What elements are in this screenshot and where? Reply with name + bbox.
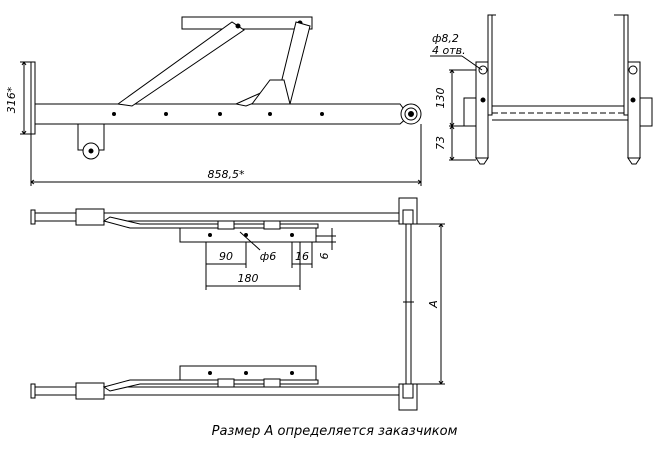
dim-hole-count: 4 отв. xyxy=(432,44,466,57)
dim-offset-16: 16 xyxy=(295,250,309,263)
front-view xyxy=(430,14,653,165)
dim-spacing-130: 130 xyxy=(434,88,447,109)
dim-size-a: A xyxy=(427,300,440,309)
dim-spacing-90: 90 xyxy=(219,250,233,263)
drawing-caption: Размер А определяется заказчиком xyxy=(211,424,458,439)
dim-pin-diameter: ф6 xyxy=(260,250,276,263)
dim-spacing-180: 180 xyxy=(238,272,259,285)
dim-offset-73: 73 xyxy=(434,136,447,150)
side-view xyxy=(20,16,422,186)
dim-thickness-6: 6 xyxy=(318,253,331,260)
dim-height-316: 316* xyxy=(5,86,18,113)
dim-width-858: 858,5* xyxy=(208,168,245,181)
plan-view xyxy=(30,197,445,411)
dim-hole-diameter: ф8,2 xyxy=(432,32,459,45)
